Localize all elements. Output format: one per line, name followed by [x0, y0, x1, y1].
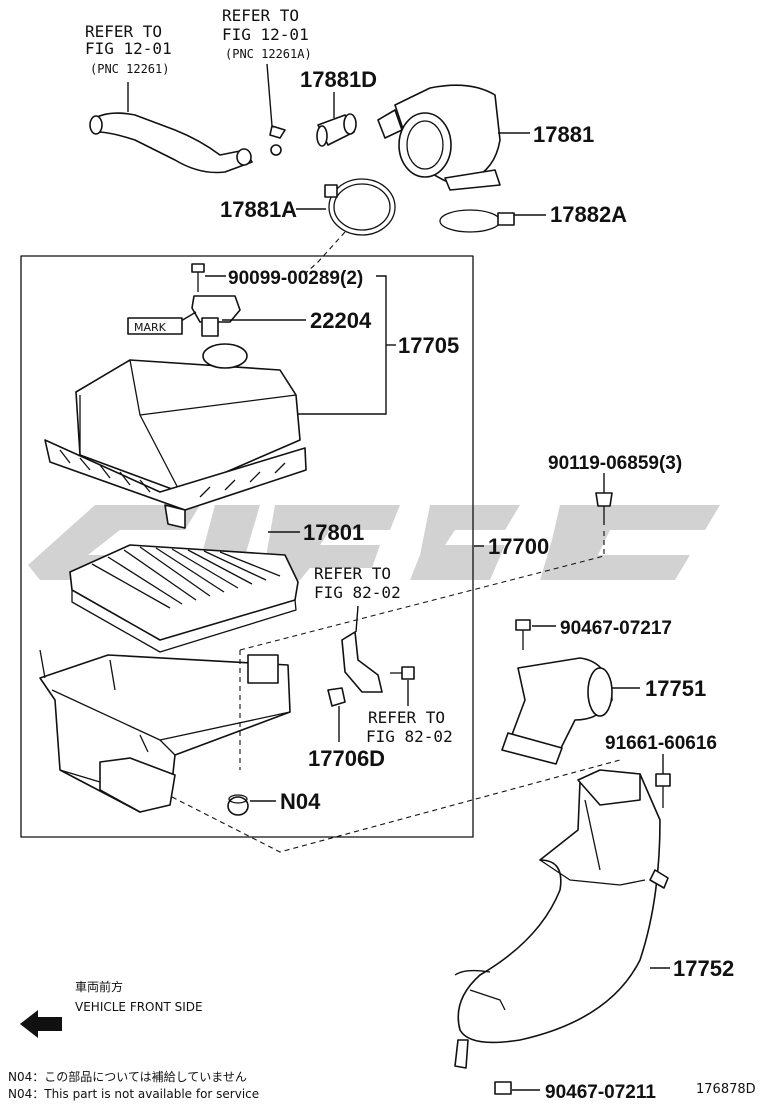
label-17752: 17752 [673, 956, 734, 981]
label-17881a: 17881A [220, 197, 297, 222]
bolt-90119-drawing [595, 492, 613, 525]
direction-en: VEHICLE FRONT SIDE [75, 1000, 203, 1014]
cleaner-cap-17705-drawing [44, 343, 307, 529]
grommet-n04-drawing [227, 794, 249, 816]
label-n04: N04 [280, 789, 321, 814]
label-22204: 22204 [310, 308, 372, 333]
direction-jp: 車両前方 [75, 979, 123, 994]
ref2-line1: REFER TO [222, 6, 299, 25]
intake-pipe-17881-drawing [377, 84, 501, 191]
figure-id: 176878D [696, 1082, 756, 1097]
bolt-90467-07211-drawing [494, 1081, 512, 1095]
hose-12261-drawing [89, 112, 253, 174]
label-17882a: 17882A [550, 202, 627, 227]
ref4-line1: REFER TO [368, 708, 445, 727]
ref3-line1: REFER TO [314, 564, 391, 583]
note-en: N04：This part is not available for servi… [8, 1087, 259, 1101]
sensor-22204-drawing [191, 295, 241, 337]
label-17881: 17881 [533, 122, 594, 147]
label-17700: 17700 [488, 534, 549, 559]
ref1-line2: FIG 12-01 [85, 39, 172, 58]
bolt-91661-drawing [655, 773, 671, 808]
front-arrow-icon [20, 1010, 62, 1038]
clamp-17882a-drawing [439, 209, 515, 233]
cleaner-case-drawing [39, 649, 291, 813]
assembly-frame [20, 255, 474, 838]
ref1-line1: REFER TO [85, 22, 162, 41]
bolt-8202-drawing [390, 666, 415, 680]
label-90467-07211: 90467-07211 [545, 1082, 656, 1103]
label-90099: 90099-00289(2) [228, 268, 363, 289]
clip-12261a-drawing [269, 125, 286, 156]
ref1-line3: (PNC 12261) [90, 62, 169, 76]
label-17801: 17801 [303, 520, 364, 545]
ref2-line3: (PNC 12261A) [225, 47, 312, 61]
note-jp: N04：この部品については補給していません [8, 1069, 247, 1084]
label-17881d: 17881D [300, 67, 377, 92]
bolt-90467-07217-drawing [515, 619, 531, 650]
bolt-90099-drawing [191, 263, 205, 292]
sleeve-17881d-drawing [316, 113, 357, 147]
label-17706d: 17706D [308, 746, 385, 771]
watermark [28, 505, 720, 580]
mark-label: MARK [134, 321, 167, 334]
label-90467-07217: 90467-07217 [560, 618, 672, 639]
label-17705: 17705 [398, 333, 459, 358]
clamp-17881a-drawing [324, 178, 396, 236]
label-90119: 90119-06859(3) [548, 453, 682, 474]
bracket-drawing [341, 631, 383, 693]
duct-17751-drawing [501, 657, 613, 765]
label-91661: 91661-60616 [605, 733, 717, 754]
ref3-line2: FIG 82-02 [314, 583, 401, 602]
ref2-line2: FIG 12-01 [222, 25, 309, 44]
label-17751: 17751 [645, 676, 706, 701]
filter-17801-drawing [69, 544, 299, 653]
duct-17752-drawing [454, 769, 669, 1069]
clip-17706d-drawing [327, 687, 346, 707]
ref4-line2: FIG 82-02 [366, 727, 453, 746]
